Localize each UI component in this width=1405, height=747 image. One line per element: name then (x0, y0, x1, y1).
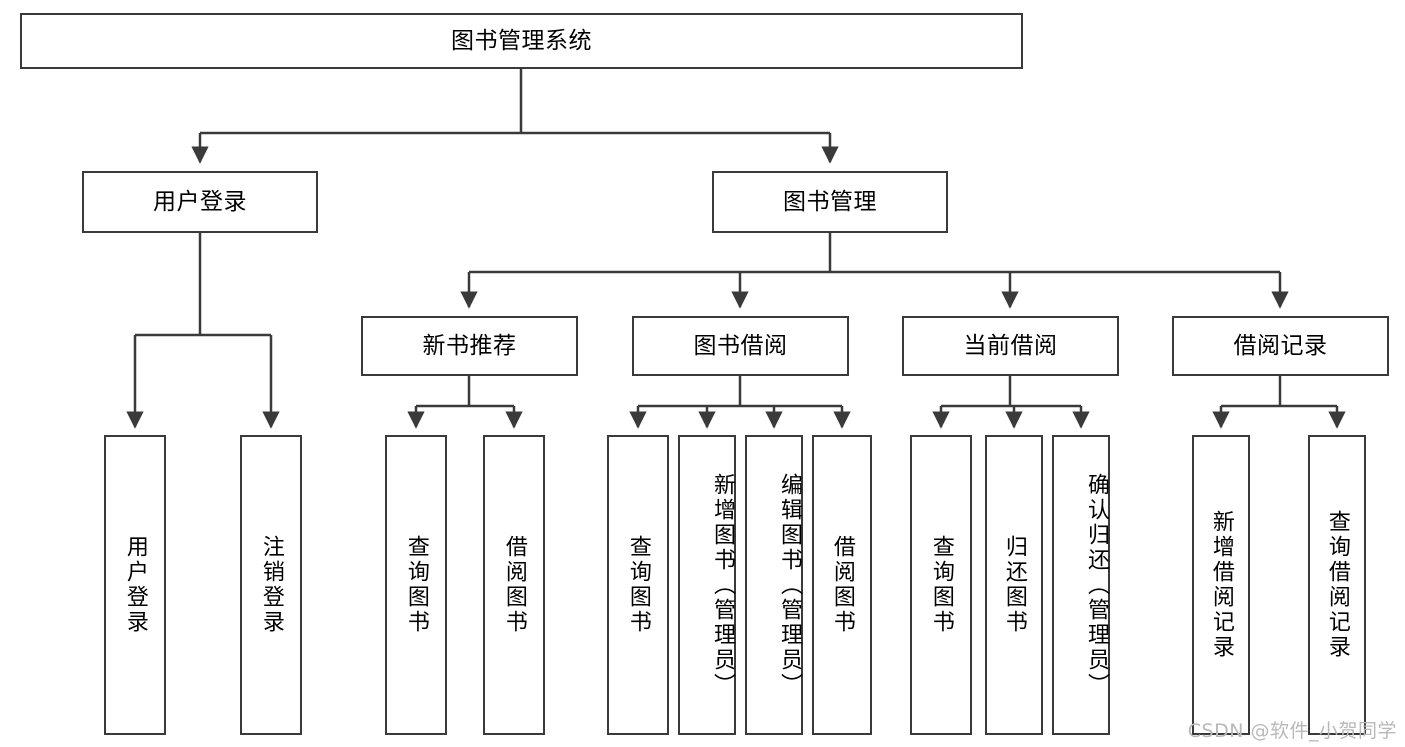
leaf-borrow-book[interactable]: 借阅图书 (812, 435, 872, 735)
leaf-edit-book-label: 编辑图书（管理员） (777, 472, 802, 698)
node-root[interactable]: 图书管理系统 (20, 13, 1023, 69)
leaf-edit-book[interactable]: 编辑图书（管理员） (745, 435, 803, 735)
node-borrow-record-label: 借阅记录 (1233, 332, 1328, 359)
leaf-confirm-return-label: 确认归还（管理员） (1084, 472, 1109, 698)
leaf-add-book-label: 新增图书（管理员） (710, 472, 735, 698)
node-new-book-recommend-label: 新书推荐 (422, 332, 517, 359)
leaf-borrow-book-label: 借阅图书 (829, 535, 855, 635)
leaf-query-book-borrow[interactable]: 查询图书 (607, 435, 669, 735)
leaf-query-book-borrow-label: 查询图书 (625, 535, 651, 635)
leaf-user-login[interactable]: 用户登录 (104, 435, 166, 735)
leaf-query-book-current[interactable]: 查询图书 (910, 435, 972, 735)
leaf-return-book[interactable]: 归还图书 (985, 435, 1043, 735)
leaf-query-book-recommend[interactable]: 查询图书 (385, 435, 447, 735)
node-book-management-label: 图书管理 (783, 188, 877, 215)
node-user-login-label: 用户登录 (153, 188, 247, 215)
leaf-query-borrow-record-label: 查询借阅记录 (1324, 510, 1350, 660)
leaf-add-book[interactable]: 新增图书（管理员） (678, 435, 736, 735)
leaf-confirm-return[interactable]: 确认归还（管理员） (1052, 435, 1110, 735)
leaf-user-logout[interactable]: 注销登录 (240, 435, 302, 735)
node-new-book-recommend[interactable]: 新书推荐 (361, 316, 578, 376)
node-borrow-record[interactable]: 借阅记录 (1172, 316, 1389, 376)
node-current-borrow[interactable]: 当前借阅 (902, 316, 1119, 376)
leaf-borrow-book-recommend[interactable]: 借阅图书 (483, 435, 545, 735)
node-user-login[interactable]: 用户登录 (82, 171, 318, 233)
leaf-query-book-current-label: 查询图书 (928, 535, 954, 635)
leaf-user-logout-label: 注销登录 (258, 535, 284, 635)
node-book-management[interactable]: 图书管理 (712, 171, 948, 233)
leaf-add-borrow-record-label: 新增借阅记录 (1208, 510, 1234, 660)
leaf-query-book-recommend-label: 查询图书 (403, 535, 429, 635)
leaf-return-book-label: 归还图书 (1001, 535, 1027, 635)
leaf-query-borrow-record[interactable]: 查询借阅记录 (1308, 435, 1366, 735)
node-book-borrow-label: 图书借阅 (693, 332, 788, 359)
leaf-borrow-book-recommend-label: 借阅图书 (501, 535, 527, 635)
leaf-user-login-label: 用户登录 (122, 535, 148, 635)
node-book-borrow[interactable]: 图书借阅 (632, 316, 849, 376)
node-root-label: 图书管理系统 (451, 27, 592, 54)
csdn-watermark: CSDN @软件_小贺同学 (1187, 720, 1397, 742)
leaf-add-borrow-record[interactable]: 新增借阅记录 (1192, 435, 1250, 735)
node-current-borrow-label: 当前借阅 (963, 332, 1058, 359)
